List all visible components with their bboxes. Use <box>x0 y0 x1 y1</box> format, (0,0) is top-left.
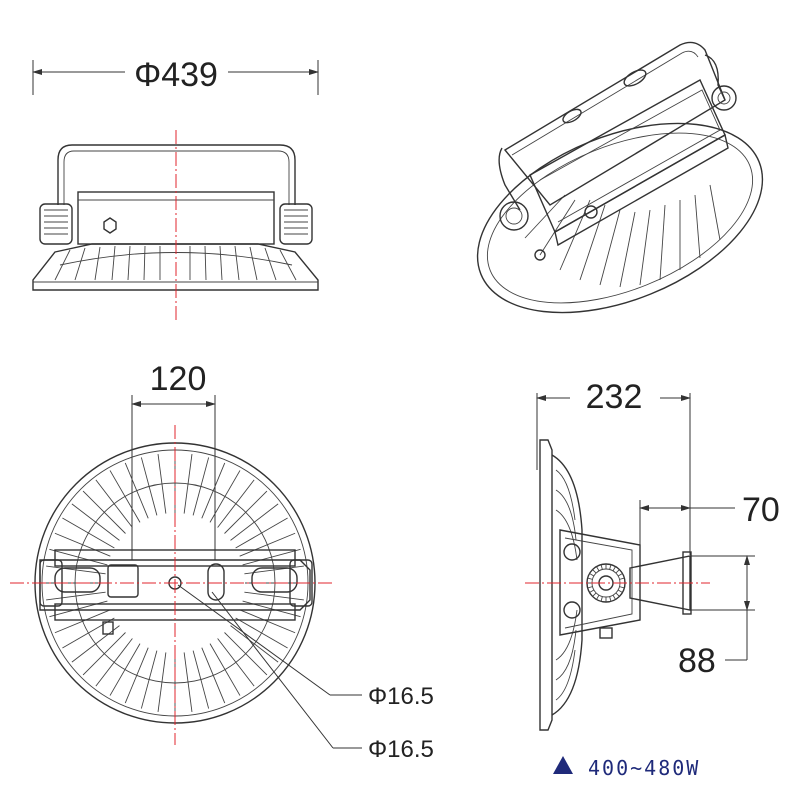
dim-bracket-spacing: 120 <box>150 360 207 398</box>
bottom-view: 120 Φ16.5 Φ16.5 <box>10 360 434 763</box>
dim-diameter-overall: Φ439 <box>134 56 218 94</box>
dim-hole-diameter-2: Φ16.5 <box>368 736 434 763</box>
triangle-up-icon <box>553 756 573 774</box>
isometric-view <box>476 41 764 314</box>
dim-bracket-depth: 70 <box>742 491 780 529</box>
power-label: 400~480W <box>588 756 700 780</box>
dim-bracket-height: 88 <box>678 642 716 680</box>
dim-hole-diameter-1: Φ16.5 <box>368 683 434 710</box>
front-view: Φ439 <box>32 56 319 320</box>
side-view: 232 70 88 <box>525 378 780 780</box>
dim-depth-total: 232 <box>586 378 643 416</box>
